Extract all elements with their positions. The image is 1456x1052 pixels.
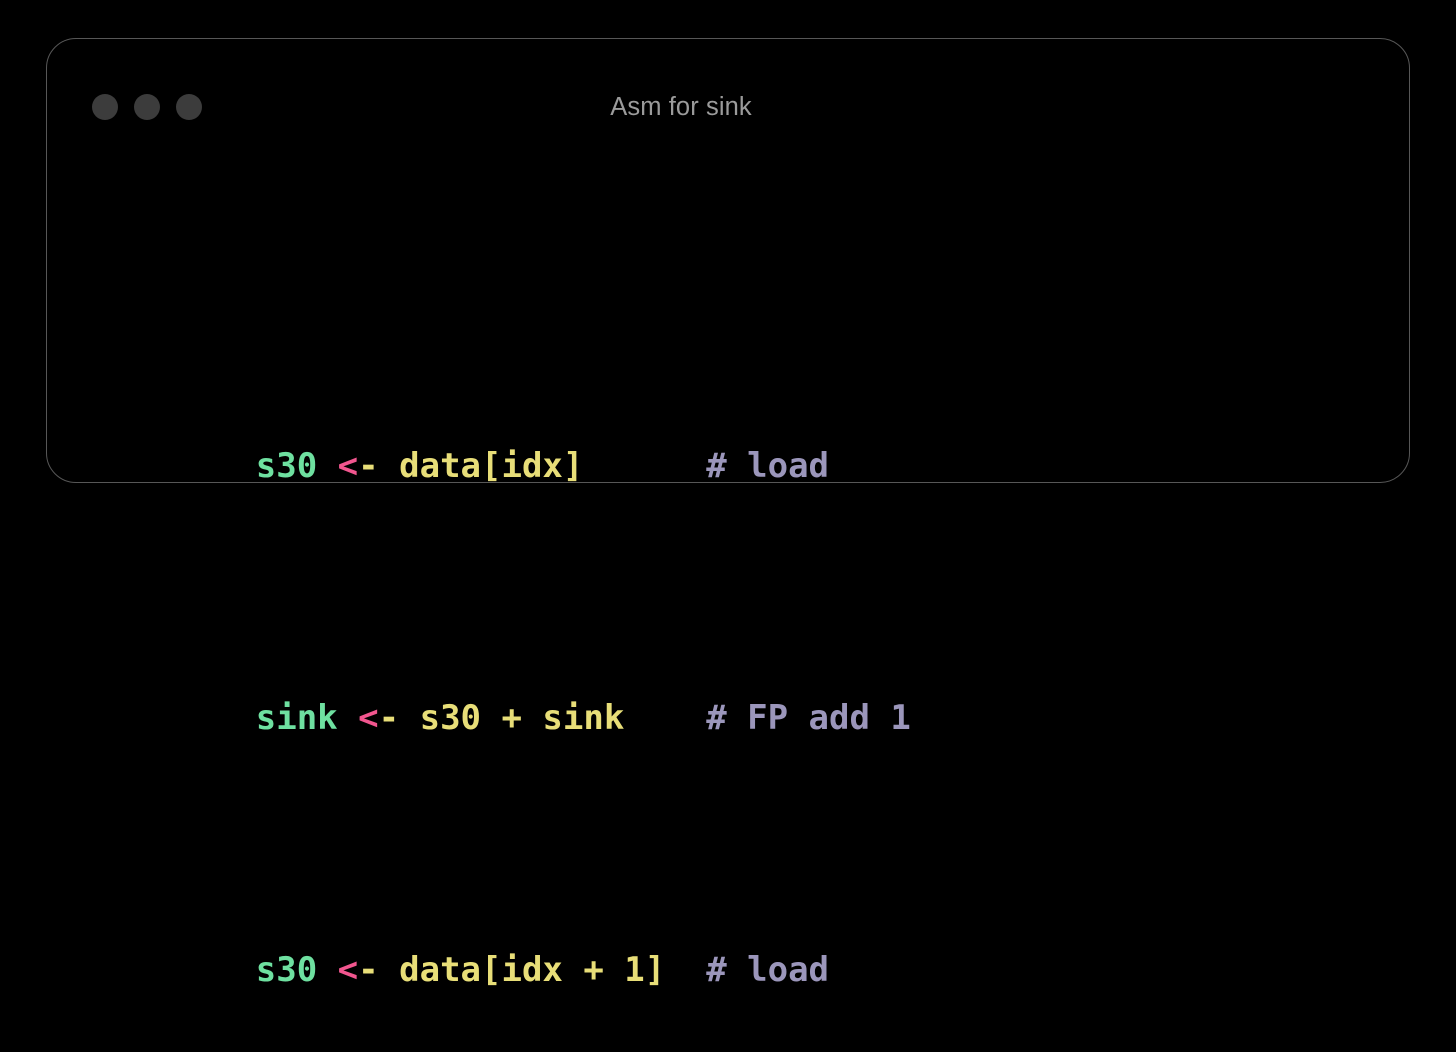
window-title: Asm for sink [610, 93, 752, 121]
token-register: sink [255, 698, 338, 738]
token-comment: # load [706, 950, 830, 990]
token-arrow-left: < [358, 698, 379, 738]
token-comment: # FP add 1 [706, 698, 911, 738]
screenshot-canvas: Asm for sink s30 <- data[idx] # load sin… [46, 38, 1410, 990]
window-controls [92, 94, 202, 120]
token-pad [624, 698, 706, 738]
code-line: s30 <- data[idx] # load [92, 372, 911, 486]
token-space [379, 446, 399, 486]
token-expression: data[idx + 1] [399, 950, 666, 990]
code-window: Asm for sink s30 <- data[idx] # load sin… [46, 38, 1410, 990]
token-space [317, 446, 337, 486]
token-comment: # load [706, 446, 830, 486]
token-arrow-left: < [337, 950, 359, 990]
token-space [317, 950, 337, 990]
code-line: s30 <- data[idx + 1] # load [92, 876, 911, 990]
token-arrow-dash: - [358, 446, 379, 486]
token-expression: data[idx] [399, 446, 584, 486]
token-register: s30 [255, 950, 318, 990]
token-space [338, 698, 358, 738]
token-arrow-dash: - [358, 950, 379, 990]
close-dot[interactable] [92, 94, 118, 120]
minimize-dot[interactable] [134, 94, 160, 120]
token-space [379, 950, 399, 990]
token-register: s30 [255, 446, 318, 486]
code-line: sink <- s30 + sink # FP add 1 [92, 624, 911, 738]
token-pad [583, 446, 706, 486]
code-block: s30 <- data[idx] # load sink <- s30 + si… [92, 183, 911, 1052]
token-arrow-dash: - [378, 698, 400, 738]
token-pad [665, 950, 706, 990]
maximize-dot[interactable] [176, 94, 202, 120]
token-space [399, 698, 419, 738]
token-arrow-left: < [337, 446, 359, 486]
window-titlebar: Asm for sink [47, 39, 1409, 143]
token-expression: s30 + sink [419, 698, 625, 738]
